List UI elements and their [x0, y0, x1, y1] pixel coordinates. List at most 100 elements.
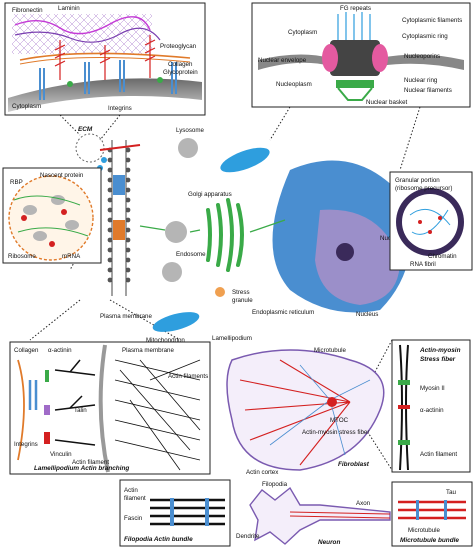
- stress-granule: [215, 287, 225, 297]
- lam-integrins-label: Integrins: [14, 441, 38, 448]
- tau-label: Tau: [446, 489, 457, 496]
- nuclear-envelope: [258, 54, 330, 70]
- neuron-title: Neuron: [318, 539, 340, 546]
- rbp-group: [21, 209, 67, 247]
- lamellipodium-inset-frame: [9, 341, 211, 475]
- alpha-actinin-bar: [45, 370, 49, 382]
- nucleus: [315, 209, 400, 305]
- filopodia-label: Filopodia: [262, 481, 288, 488]
- ribosome-precursors: [418, 216, 442, 234]
- fib-stress-fiber-label: Actin-myosin stress fiber: [302, 429, 369, 436]
- leader-lines: [29, 106, 421, 471]
- filo-actin-label-1: Actin: [124, 487, 138, 494]
- nascent-protein-strands: [13, 195, 89, 237]
- nucleolus-core: [402, 194, 458, 250]
- actin-network: [114, 359, 201, 471]
- laminin-strand: [14, 27, 161, 43]
- npc-inset: FG repeats Cytoplasm Cytoplasmic filamen…: [251, 2, 471, 108]
- er-label: Endoplasmic reticulum: [252, 309, 314, 316]
- fascin-group: [170, 498, 209, 526]
- mtoc: [327, 397, 337, 407]
- filopodia-bundle: [150, 498, 225, 526]
- cytoplasm-label: Cytoplasm: [12, 103, 41, 110]
- integrin-group: [39, 60, 177, 100]
- stress-granule-label-1: Stress: [232, 289, 250, 296]
- neuron-axon-fibers: [289, 511, 391, 519]
- lam-collagen-label: Collagen: [14, 347, 39, 354]
- lam-plasma-membrane-label: Plasma membrane: [122, 347, 174, 354]
- proteoglycan-label: Proteoglycan: [160, 43, 197, 50]
- nuclear-filaments-label: Nuclear filaments: [404, 87, 452, 94]
- laminin-label: Laminin: [58, 5, 80, 12]
- ribosome-inset: RBP Nascent protein Ribosome mRNA: [2, 167, 102, 264]
- main-cell: ECM Lysosome Mitochondrion: [75, 126, 412, 344]
- sf-myosin-label: Myosin II: [420, 385, 445, 392]
- neuron: Filopodia Axon Dendrite Neuron: [236, 481, 391, 546]
- mitochondrion-top: [220, 147, 270, 173]
- sf-alpha-actinin-label: α-actinin: [420, 407, 444, 414]
- glycoprotein-label: Glycoprotein: [163, 69, 198, 76]
- cytoplasmic-filaments-label: Cytoplasmic filaments: [402, 17, 462, 24]
- filopodia-inset: Actin filament Fascin Filopodia Actin bu…: [119, 479, 231, 547]
- lamellipodium-label: Lamellipodium: [212, 335, 252, 342]
- mitochondrion-label: Mitochondrion: [146, 337, 185, 344]
- collagen-label: Collagen: [168, 61, 193, 68]
- alpha-actinin-group: [398, 405, 410, 409]
- neuron-body: [249, 486, 391, 545]
- mt-microtubule-label: Microtubule: [408, 527, 441, 534]
- lysosome-label: Lysosome: [176, 127, 205, 134]
- endosome: [165, 221, 187, 243]
- rna-fibril-label: RNA fibril: [410, 261, 436, 268]
- lam-vinculin-label: Vinculin: [50, 451, 72, 458]
- nuclear-envelope: [380, 54, 464, 70]
- proteoglycan: [54, 35, 156, 80]
- ribosome-label: Ribosome: [8, 253, 36, 260]
- fibroblast-body: [226, 349, 385, 471]
- ecm-inset: Fibronectin Laminin Proteoglycan Collage…: [4, 2, 206, 116]
- lam-talin-label: Talin: [74, 407, 87, 414]
- trafficking-arrows: [139, 219, 286, 233]
- microtubule-strands: [398, 500, 466, 520]
- nuclear-ring: [336, 80, 374, 88]
- lamellipodium-integrins: [28, 380, 38, 410]
- vinculin-bar: [44, 432, 50, 444]
- glycoprotein: [67, 77, 163, 87]
- sf-actin-filament-label: Actin filament: [420, 451, 457, 458]
- mtoc-label: MTOC: [330, 417, 349, 424]
- filopodia-title: Filopodia Actin bundle: [124, 536, 193, 543]
- lysosome: [178, 138, 198, 158]
- nuclear-basket-label: Nuclear basket: [366, 99, 408, 106]
- sf-title-2: Stress fiber: [420, 356, 456, 363]
- golgi-apparatus: [206, 198, 244, 272]
- fibroblast-microtubules: [269, 364, 371, 456]
- endosome: [162, 262, 182, 282]
- lamellipodium-membrane: [98, 344, 110, 473]
- fibroblast-stress-fibers: [239, 359, 351, 466]
- filo-actin-label-2: filament: [124, 495, 146, 502]
- actin-myosin-strands: [399, 344, 409, 471]
- nuclear-envelope-label: Nuclear envelope: [258, 57, 307, 64]
- golgi-label: Golgi apparatus: [188, 191, 232, 198]
- lamellipodium-collagen: [17, 359, 25, 461]
- lamellipodium-title: Lamellipodium Actin branching: [34, 465, 129, 472]
- endosome-label: Endosome: [176, 251, 206, 258]
- collagen-fiber: [19, 56, 191, 65]
- stress-granule-label-2: granule: [232, 297, 253, 304]
- branched-actin: [54, 359, 96, 446]
- microtubule-inset: Tau Microtubule Microtubule bundle: [391, 481, 473, 547]
- microtubule-title: Microtubule bundle: [400, 537, 459, 544]
- chromatin-label: Chromatin: [428, 253, 457, 260]
- nuclear-ring-label: Nuclear ring: [404, 77, 438, 84]
- nucleoporin-right: [372, 44, 388, 72]
- ecm-circle: [75, 133, 105, 163]
- fibroblast: Lamellipodium Microtubule MTOC Actin-myo…: [212, 335, 385, 476]
- integrins-label: Integrins: [108, 105, 132, 112]
- dendrite-label: Dendrite: [236, 533, 260, 540]
- lam-actin-filament-label: Actin filament: [72, 459, 109, 466]
- fibronectin-strand: [14, 16, 151, 35]
- nucleus-label: Nucleus: [356, 311, 378, 318]
- tau-group: [416, 500, 447, 520]
- npc-central-channel: [330, 40, 380, 76]
- nucleoplasm-label: Nucleoplasm: [276, 81, 312, 88]
